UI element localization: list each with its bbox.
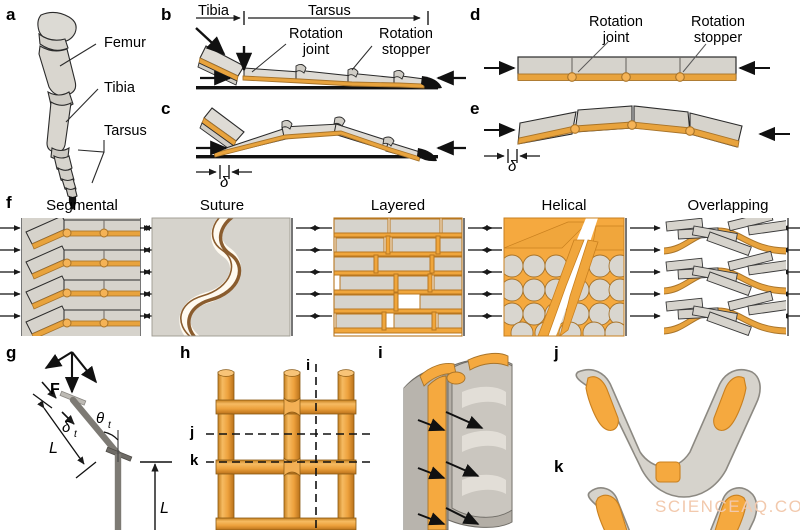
panel-e-diagram (484, 105, 790, 163)
annotation-delta-sub-g: t (74, 429, 77, 440)
panel-j-cross-section (575, 368, 761, 498)
category-title-suture: Suture (199, 197, 245, 214)
panel-g-diagram (32, 351, 172, 530)
panel-label-k: k (554, 457, 564, 476)
panel-label-e: e (470, 99, 480, 118)
annotation-rotation-joint-d: Rotation joint (588, 14, 643, 47)
panel-label-c: c (161, 99, 171, 118)
panel-c-diagram (196, 107, 466, 179)
section-line-label-j: j (190, 424, 195, 441)
annotation-rotation-stopper-b: Rotation stopper (378, 26, 433, 59)
panel-f-segmental-pattern (22, 218, 140, 336)
panel-f-layered-pattern (334, 218, 462, 336)
category-title-helical: Helical (541, 197, 587, 214)
annotation-rotation-stopper-d: Rotation stopper (690, 14, 745, 47)
annotation-rotation-joint-b: Rotation joint (288, 26, 343, 59)
annotation-length-right-g: L (160, 500, 169, 517)
annotation-femur: Femur (104, 35, 146, 51)
panel-h-lattice (206, 364, 372, 530)
annotation-delta-e: δ (508, 158, 517, 175)
section-line-label-k: k (190, 452, 199, 469)
panel-label-a: a (6, 5, 16, 24)
watermark: SCIENCEAQ.COM (655, 497, 800, 516)
annotation-delta-c: δ (220, 174, 229, 191)
panel-label-d: d (470, 5, 481, 24)
panel-d-diagram (484, 41, 770, 82)
annotation-force-g: F (50, 381, 60, 398)
panel-f-overlapping-pattern (664, 218, 786, 336)
panel-f-suture-pattern (152, 218, 290, 336)
panel-f-helical-pattern (504, 218, 624, 336)
panel-b-diagram (195, 11, 466, 90)
panel-label-b: b (161, 5, 172, 24)
section-line-label-i: i (306, 357, 311, 374)
panel-label-g: g (6, 343, 17, 362)
dimension-label-tibia: Tibia (198, 3, 229, 19)
annotation-length-g: L (49, 440, 58, 457)
panel-a-leg-drawing (37, 11, 105, 210)
panel-label-j: j (554, 343, 559, 362)
panel-label-i: i (378, 343, 383, 362)
dimension-label-tarsus: Tarsus (308, 3, 351, 19)
annotation-delta-g: δ (62, 419, 71, 436)
category-title-segmental: Segmental (46, 197, 118, 214)
category-title-overlapping: Overlapping (687, 197, 769, 214)
panel-label-f: f (6, 193, 12, 212)
annotation-tibia: Tibia (104, 80, 135, 96)
annotation-tarsus: Tarsus (104, 123, 147, 139)
panel-label-h: h (180, 343, 191, 362)
annotation-theta-sub-g: t (108, 420, 111, 431)
category-title-layered: Layered (370, 197, 426, 214)
panel-i-cutaway (403, 352, 513, 530)
panel-k-cross-section (587, 487, 758, 530)
annotation-theta-g: θ (96, 410, 105, 427)
